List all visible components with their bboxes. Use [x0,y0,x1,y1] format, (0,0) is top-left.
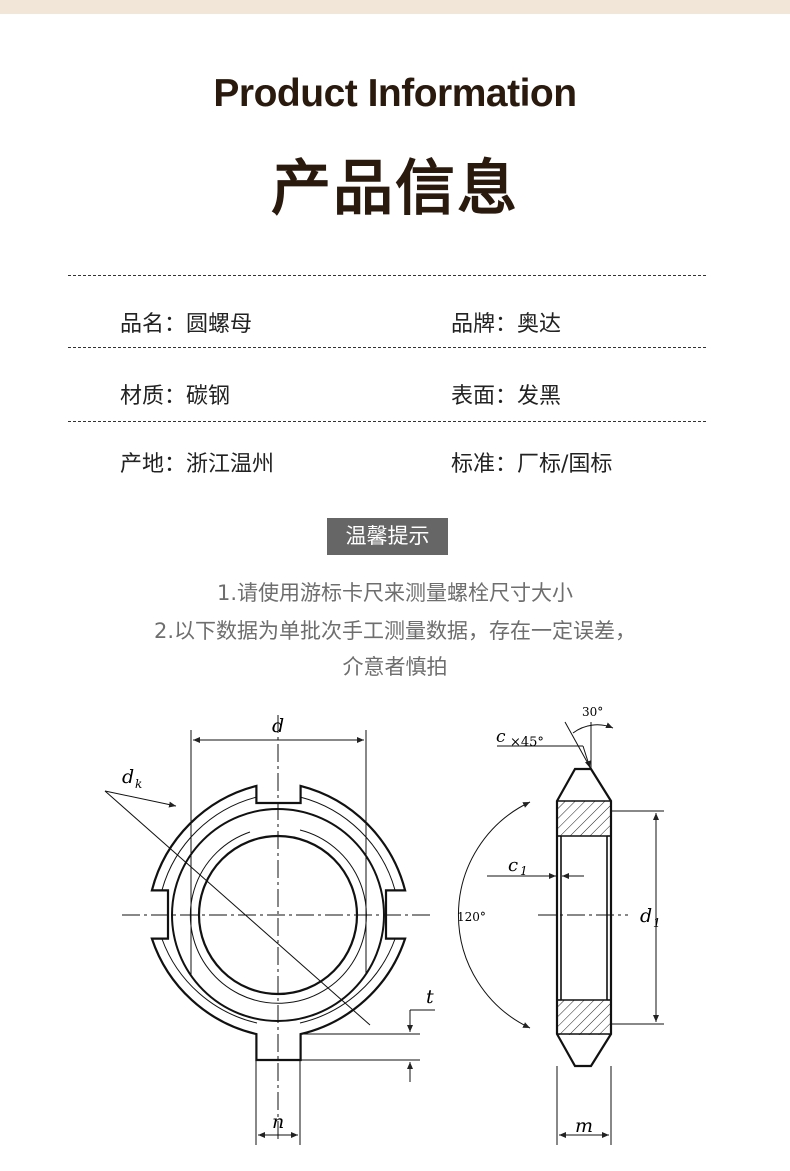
label-d1-sub: 1 [653,916,661,930]
label-m: m [575,1115,593,1137]
label-c45: ×45° [510,735,544,750]
spec-value: 浙江温州 [186,452,275,477]
side-view [458,721,664,1145]
dim-30-arc [572,722,614,734]
front-view [104,715,435,1145]
spec-name: 品名：圆螺母 [120,306,252,338]
dim-120-arc [458,801,531,1029]
label-c1-sub: 1 [520,864,528,878]
label-n: n [272,1111,284,1133]
label-c1: c [508,855,518,876]
spec-value: 圆螺母 [186,312,253,337]
side-outline [555,767,613,1068]
spec-standard: 标准：厂标/国标 [451,446,612,478]
thread-section-bottom [557,1000,610,1035]
label-dk-sub: k [135,777,142,791]
tip-line-1: 1.请使用游标卡尺来测量螺栓尺寸大小 [216,581,574,605]
spec-label: 材质： [120,384,187,409]
divider [68,347,706,348]
spec-label: 标准： [451,452,518,477]
label-t: t [426,986,434,1008]
label-d1: d [640,905,652,927]
tip-line-2: 2.以下数据为单批次手工测量数据，存在一定误差， [153,619,637,643]
page-title-cn: 产品信息 [271,154,519,224]
spec-origin: 产地：浙江温州 [120,446,274,478]
spec-value: 厂标/国标 [517,452,613,477]
divider [68,421,706,422]
chamfer-circle [161,796,396,1024]
tips-badge: 温馨提示 [327,518,448,555]
label-d: d [272,715,284,737]
dim-dk-leader [104,790,371,1026]
spec-value: 碳钢 [186,384,231,409]
spec-brand: 品牌：奥达 [451,306,561,338]
spec-material: 材质：碳钢 [120,378,230,410]
spec-label: 表面： [451,384,518,409]
page-title-en: Product Information [213,72,577,115]
label-120: 120° [457,910,486,924]
tip-line-3: 介意者慎拍 [342,655,448,679]
label-dk: d [122,766,134,788]
spec-label: 品牌： [451,312,518,337]
spec-label: 产地： [120,452,187,477]
thread-circle [189,829,367,1004]
outer-ring-outline [150,784,407,1062]
spec-surface: 表面：发黑 [451,378,561,410]
label-c: c [496,727,506,747]
label-30: 30° [582,705,603,719]
divider [68,275,706,276]
spec-value: 奥达 [517,312,562,337]
spec-value: 发黑 [517,384,562,409]
nut-technical-drawing: d d k t n [104,705,664,1145]
thread-section-top [557,801,610,836]
spec-label: 品名： [120,312,187,337]
top-bar [0,0,790,14]
